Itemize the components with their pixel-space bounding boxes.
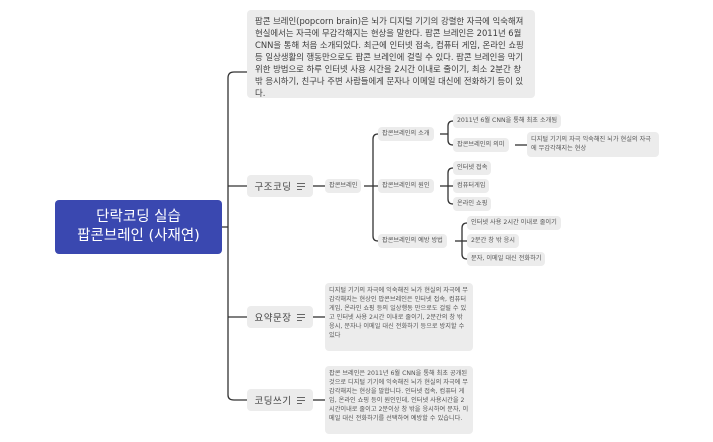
node-label: 2분간 창 밖 응시 [471, 237, 515, 244]
node-popcorn-brain[interactable]: 팝콘브레인 [325, 179, 362, 193]
central-topic-line2: 팝콘브레인 (사재연) [77, 228, 200, 244]
node-prevention-item-1[interactable]: 인터넷 사용 2시간 이내로 줄이기 [467, 216, 561, 230]
node-intro-item-2[interactable]: 팝콘브레인의 의미 [453, 138, 509, 152]
node-label: 인터넷 사용 2시간 이내로 줄이기 [471, 219, 557, 226]
node-cause[interactable]: 팝콘브레인의 원인 [378, 179, 434, 193]
node-label: 팝콘 브레인은 2011년 6월 CNN을 통해 최초 공개된 것으로 디지털 … [329, 370, 469, 422]
node-cause-item-2[interactable]: 컴퓨터게임 [453, 179, 490, 193]
node-prevention-item-2[interactable]: 2분간 창 밖 응시 [467, 234, 519, 248]
node-intro[interactable]: 팝콘브레인의 소개 [378, 127, 434, 141]
node-cause-item-1[interactable]: 인터넷 접속 [453, 161, 492, 175]
node-label: 온라인 쇼핑 [457, 200, 488, 207]
node-label: 문자, 이메일 대신 전화하기 [471, 255, 542, 262]
note-icon[interactable] [297, 182, 306, 190]
central-topic-line1: 단락코딩 실습 [96, 209, 181, 225]
note-icon[interactable] [297, 396, 306, 404]
paragraph-node[interactable]: 팝콘 브레인(popcorn brain)은 뇌가 디지털 기기의 강렬한 자극… [247, 10, 535, 98]
node-label: 2011년 6월 CNN을 통해 최초 소개됨 [457, 117, 558, 124]
node-label: 팝콘브레인의 예방 방법 [382, 237, 443, 244]
node-prevention[interactable]: 팝콘브레인의 예방 방법 [378, 234, 447, 248]
branch-summary[interactable]: 요약문장 [247, 306, 313, 328]
summary-text-node[interactable]: 디지털 기기의 자극에 익숙해진 뇌가 현실의 자극에 무감각해지는 현상인 팝… [325, 283, 473, 351]
node-label: 팝콘브레인 [329, 182, 358, 189]
node-label: 인터넷 접속 [457, 164, 488, 171]
node-intro-item-1[interactable]: 2011년 6월 CNN을 통해 최초 소개됨 [453, 114, 562, 128]
node-label: 팝콘브레인의 원인 [382, 182, 430, 189]
node-label: 디지털 기기의 자극 익숙해진 뇌가 현실의 자극에 무감각해지는 현상 [531, 136, 651, 152]
node-label: 디지털 기기의 자극에 익숙해진 뇌가 현실의 자극에 무감각해지는 현상인 팝… [329, 287, 469, 339]
branch-coding[interactable]: 코딩쓰기 [247, 389, 313, 411]
node-label: 팝콘브레인의 의미 [457, 141, 505, 148]
node-label: 컴퓨터게임 [457, 182, 486, 189]
branch-label: 구조코딩 [254, 182, 292, 193]
branch-label: 요약문장 [254, 313, 292, 324]
coding-text-node[interactable]: 팝콘 브레인은 2011년 6월 CNN을 통해 최초 공개된 것으로 디지털 … [325, 366, 473, 434]
node-meaning[interactable]: 디지털 기기의 자극 익숙해진 뇌가 현실의 자극에 무감각해지는 현상 [527, 132, 659, 157]
node-prevention-item-3[interactable]: 문자, 이메일 대신 전화하기 [467, 252, 546, 266]
node-label: 팝콘브레인의 소개 [382, 130, 430, 137]
central-topic[interactable]: 단락코딩 실습 팝콘브레인 (사재연) [55, 200, 222, 254]
node-cause-item-3[interactable]: 온라인 쇼핑 [453, 197, 492, 211]
branch-label: 코딩쓰기 [254, 396, 292, 407]
note-icon[interactable] [297, 313, 306, 321]
branch-structure-coding[interactable]: 구조코딩 [247, 175, 313, 197]
paragraph-text: 팝콘 브레인(popcorn brain)은 뇌가 디지털 기기의 강렬한 자극… [255, 16, 524, 98]
